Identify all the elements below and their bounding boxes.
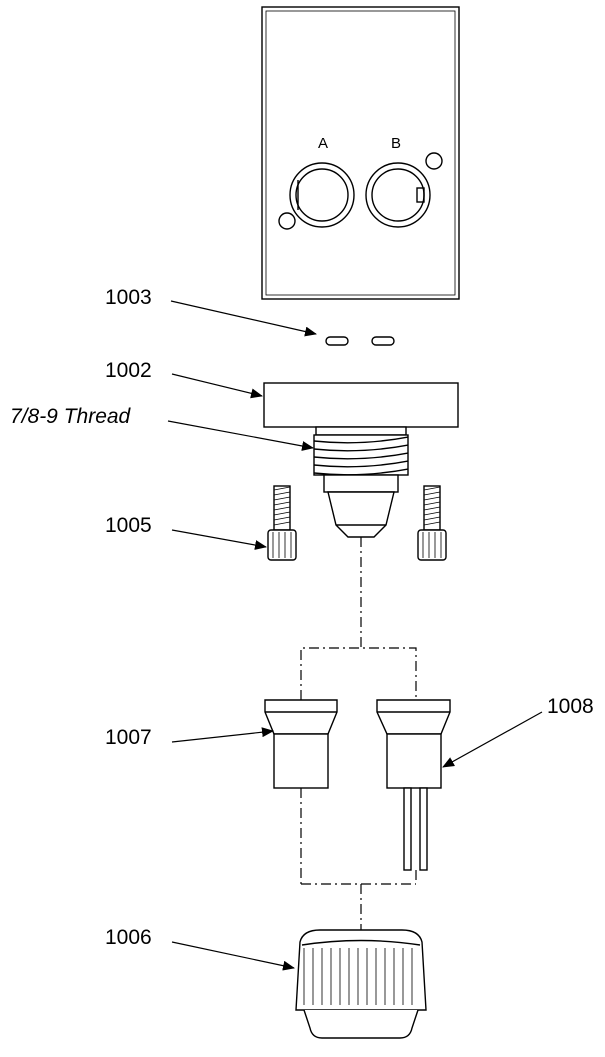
callout-1002-label: 1002 [105, 359, 152, 382]
mounting-hole [425, 152, 443, 170]
threaded-section [313, 434, 409, 476]
port-a-label: A [318, 135, 328, 152]
o-rings [325, 336, 395, 346]
port-b-label: B [391, 135, 401, 152]
cap-screw-left [267, 485, 297, 561]
callout-1008-label: 1008 [547, 695, 594, 718]
manifold-block [263, 382, 459, 538]
plug-1007 [264, 699, 338, 789]
leader-line [171, 941, 295, 971]
thread-spec-label: 7/8-9 Thread [10, 405, 132, 428]
callout-1008: 1008 [442, 695, 594, 768]
callout-1003-label: 1003 [105, 286, 152, 309]
plug-1008 [376, 699, 451, 871]
callout-1006: 1006 [105, 926, 295, 971]
port-a [289, 162, 355, 228]
callout-1003: 1003 [105, 286, 317, 337]
cap-screw-right [417, 485, 447, 561]
callout-thread: 7/8-9 Thread [10, 405, 314, 451]
assembly-centerlines [300, 537, 417, 930]
cover-plate: A B [261, 6, 460, 300]
callout-1006-label: 1006 [105, 926, 152, 949]
leader-line [171, 373, 263, 399]
callout-1007: 1007 [105, 726, 274, 749]
callout-1005-label: 1005 [105, 514, 152, 537]
leader-line [170, 300, 317, 337]
callout-1005: 1005 [105, 514, 267, 550]
leader-line [167, 420, 314, 451]
callout-1002: 1002 [105, 359, 263, 399]
leader-line [171, 529, 267, 550]
leader-line [442, 711, 543, 768]
knurled-nut [295, 929, 427, 1039]
callout-1007-label: 1007 [105, 726, 152, 749]
mounting-hole [278, 212, 296, 230]
port-b [365, 162, 431, 228]
leader-line [171, 727, 274, 743]
